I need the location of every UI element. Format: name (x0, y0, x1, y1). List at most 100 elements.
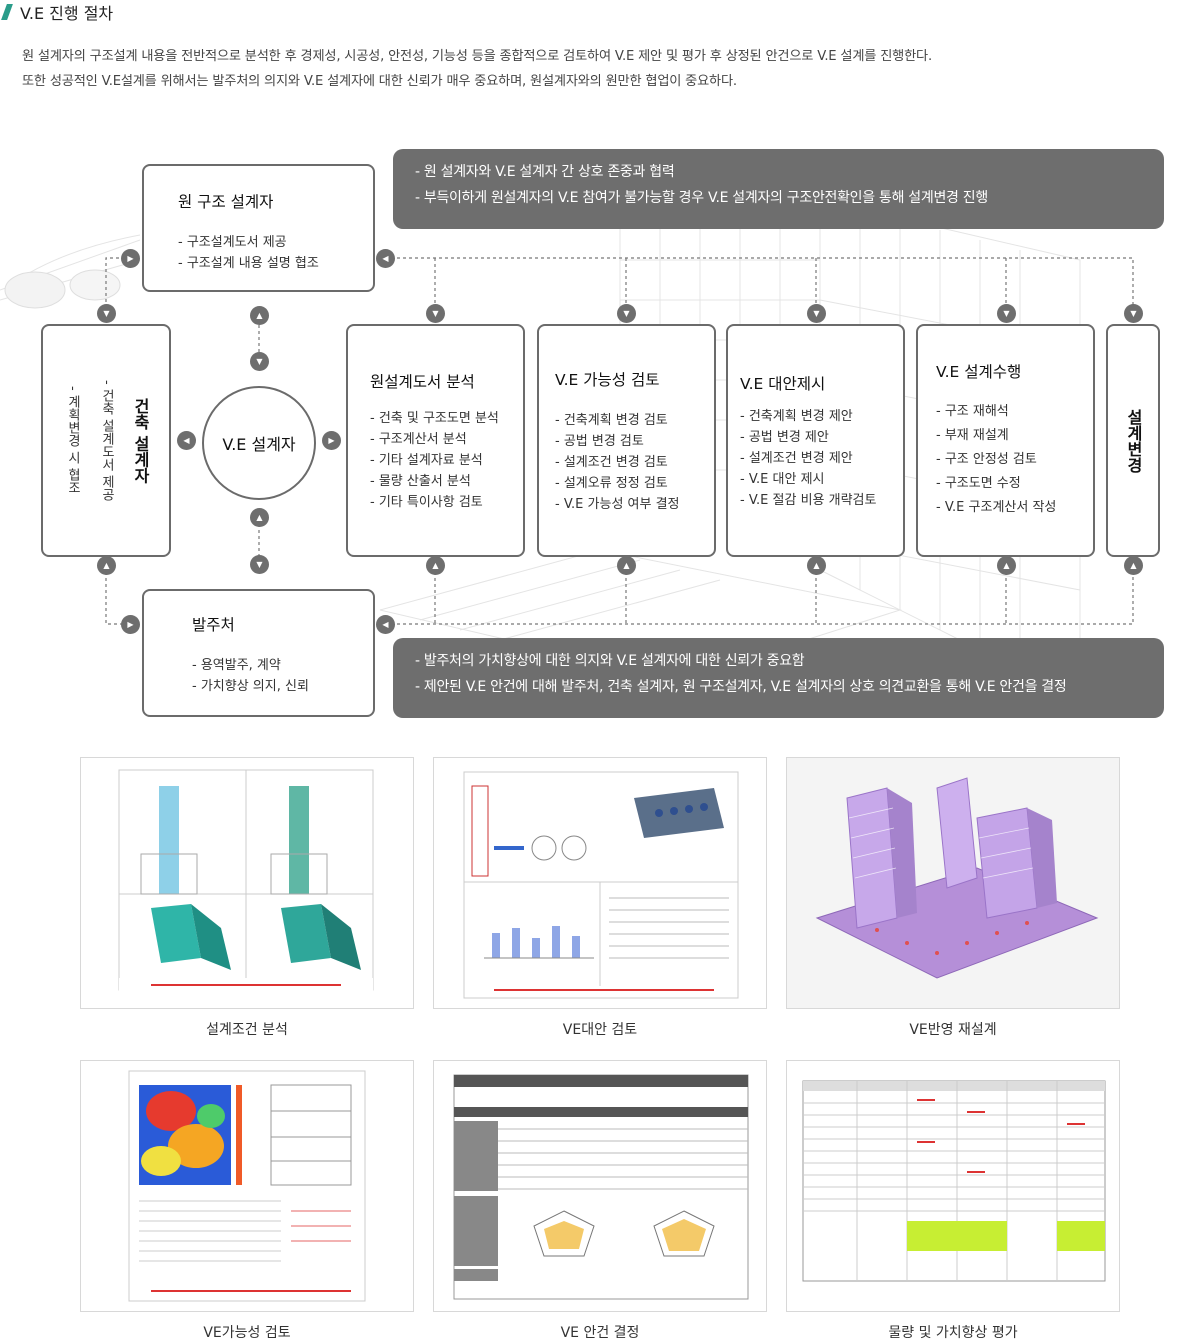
list-item: - V.E 가능성 여부 결정 (555, 497, 680, 512)
intro-line-2: 또한 성공적인 V.E설계를 위해서는 발주처의 의지와 V.E 설계자에 대한… (22, 74, 737, 89)
gallery-caption: 물량 및 가치향상 평가 (888, 1325, 1018, 1341)
original-designer-box: 원 구조 설계자 - 구조설계도서 제공 - 구조설계 내용 설명 협조 (142, 164, 375, 292)
list-item: - 공법 변경 제안 (740, 430, 829, 445)
ve-process-diagram: 원 구조 설계자 - 구조설계도서 제공 - 구조설계 내용 설명 협조 - 원… (0, 140, 1200, 730)
ve-decision-image (433, 1060, 767, 1312)
list-item: - 구조계산서 분석 (370, 432, 467, 447)
architect-box: 건축 설계자 - 건축 설계도서 제공 - 계획변경 시 협조 (41, 324, 171, 557)
list-item: - 구조 재해석 (936, 404, 1009, 419)
intro-paragraph: 원 설계자의 구조설계 내용을 전반적으로 분석한 후 경제성, 시공성, 안전… (22, 44, 1182, 94)
list-item: - 물량 산출서 분석 (370, 474, 471, 489)
architect-item-2: - 계획변경 시 협조 (65, 386, 80, 495)
list-item: - V.E 절감 비용 개략검토 (740, 493, 877, 508)
step-list: - 건축계획 변경 제안 - 공법 변경 제안 - 설계조건 변경 제안 - V… (740, 406, 903, 511)
arrow-up-icon: ▲ (97, 556, 116, 575)
list-item: - 설계조건 변경 검토 (555, 455, 668, 470)
arrow-right-icon: ▶ (121, 615, 140, 634)
step-title: V.E 가능성 검토 (555, 371, 660, 389)
step-box-feasibility: V.E 가능성 검토 - 건축계획 변경 검토 - 공법 변경 검토 - 설계조… (537, 324, 716, 557)
gallery-card: VE가능성 검토 (80, 1060, 414, 1342)
gallery-card: VE대안 검토 (433, 757, 767, 1039)
ve-designer-circle: V.E 설계자 (202, 386, 316, 500)
gallery-card: VE 안건 결정 (433, 1060, 767, 1342)
list-item: - 공법 변경 검토 (555, 434, 644, 449)
design-change-label: 설계변경 (1124, 408, 1143, 473)
gallery-card: VE반영 재설계 (786, 757, 1120, 1039)
arrow-up-icon: ▲ (250, 508, 269, 527)
list-item: - V.E 대안 제시 (740, 472, 825, 487)
ve-feasibility-image (80, 1060, 414, 1312)
arrow-up-icon: ▲ (617, 556, 636, 575)
client-list: - 용역발주, 계약 - 가치향상 의지, 신뢰 (192, 655, 373, 697)
list-item: - 건축계획 변경 제안 (740, 409, 853, 424)
list-item: - 부재 재설계 (936, 428, 1009, 443)
bottom-note-line-2: - 제안된 V.E 안건에 대해 발주처, 건축 설계자, 원 구조설계자, V… (415, 679, 1067, 695)
original-designer-list: - 구조설계도서 제공 - 구조설계 내용 설명 협조 (178, 232, 373, 274)
arrow-down-icon: ▼ (97, 304, 116, 323)
gallery-caption: VE 안건 결정 (560, 1325, 640, 1341)
design-change-box: 설계변경 (1106, 324, 1160, 557)
gallery-card: 물량 및 가치향상 평가 (786, 1060, 1120, 1342)
arrow-right-icon: ▶ (121, 249, 140, 268)
architect-item-1: - 건축 설계도서 제공 (99, 379, 114, 502)
title-slash-icon (1, 4, 13, 20)
design-condition-image (80, 757, 414, 1009)
arrow-down-icon: ▼ (250, 555, 269, 574)
arrow-up-icon: ▲ (1124, 556, 1143, 575)
original-designer-title: 원 구조 설계자 (178, 193, 274, 211)
quantity-value-image (786, 1060, 1120, 1312)
bottom-note-line-1: - 발주처의 가치향상에 대한 의지와 V.E 설계자에 대한 신뢰가 중요함 (415, 653, 805, 669)
step-list: - 건축계획 변경 검토 - 공법 변경 검토 - 설계조건 변경 검토 - 설… (555, 410, 714, 515)
arrow-down-icon: ▼ (250, 352, 269, 371)
step-box-analysis: 원설계도서 분석 - 건축 및 구조도면 분석 - 구조계산서 분석 - 기타 … (346, 324, 525, 557)
step-box-execution: V.E 설계수행 - 구조 재해석 - 부재 재설계 - 구조 안정성 검토 -… (916, 324, 1095, 557)
arrow-down-icon: ▼ (617, 304, 636, 323)
section-title: V.E 진행 절차 (1, 0, 114, 24)
arrow-down-icon: ▼ (426, 304, 445, 323)
arrow-up-icon: ▲ (807, 556, 826, 575)
ve-alternative-image (433, 757, 767, 1009)
step-list: - 건축 및 구조도면 분석 - 구조계산서 분석 - 기타 설계자료 분석 -… (370, 408, 523, 513)
arrow-down-icon: ▼ (997, 304, 1016, 323)
client-title: 발주처 (192, 616, 235, 634)
step-title: V.E 설계수행 (936, 363, 1022, 381)
gallery-card: 설계조건 분석 (80, 757, 414, 1039)
bottom-note: - 발주처의 가치향상에 대한 의지와 V.E 설계자에 대한 신뢰가 중요함 … (393, 638, 1164, 718)
arrow-left-icon: ◀ (376, 249, 395, 268)
gallery-caption: VE대안 검토 (562, 1022, 638, 1038)
list-item: - 설계조건 변경 제안 (740, 451, 853, 466)
list-item: - 설계오류 정정 검토 (555, 476, 668, 491)
step-title: V.E 대안제시 (740, 375, 826, 393)
step-list: - 구조 재해석 - 부재 재설계 - 구조 안정성 검토 - 구조도면 수정 … (936, 400, 1093, 520)
intro-line-1: 원 설계자의 구조설계 내용을 전반적으로 분석한 후 경제성, 시공성, 안전… (22, 49, 932, 64)
arrow-up-icon: ▲ (997, 556, 1016, 575)
list-item: - 건축 및 구조도면 분석 (370, 411, 499, 426)
list-item: - 기타 설계자료 분석 (370, 453, 483, 468)
top-note-line-2: - 부득이하게 원설계자의 V.E 참여가 불가능할 경우 V.E 설계자의 구… (415, 190, 988, 206)
step-title: 원설계도서 분석 (370, 373, 475, 391)
list-item: - 구조도면 수정 (936, 476, 1021, 491)
arrow-left-icon: ◀ (376, 615, 395, 634)
arrow-up-icon: ▲ (250, 306, 269, 325)
gallery-caption: VE반영 재설계 (909, 1022, 997, 1038)
top-note-line-1: - 원 설계자와 V.E 설계자 간 상호 존중과 협력 (415, 164, 675, 180)
arrow-up-icon: ▲ (426, 556, 445, 575)
arrow-down-icon: ▼ (807, 304, 826, 323)
arrow-down-icon: ▼ (1124, 304, 1143, 323)
ve-redesign-image (786, 757, 1120, 1009)
top-note: - 원 설계자와 V.E 설계자 간 상호 존중과 협력 - 부득이하게 원설계… (393, 149, 1164, 229)
architect-title: 건축 설계자 (131, 397, 150, 484)
list-item: - 구조설계 내용 설명 협조 (178, 256, 319, 271)
section-title-text: V.E 진행 절차 (20, 4, 114, 23)
client-box: 발주처 - 용역발주, 계약 - 가치향상 의지, 신뢰 (142, 589, 375, 717)
list-item: - 구조 안정성 검토 (936, 452, 1037, 467)
list-item: - 건축계획 변경 검토 (555, 413, 668, 428)
list-item: - V.E 구조계산서 작성 (936, 500, 1057, 515)
list-item: - 기타 특이사항 검토 (370, 495, 483, 510)
arrow-right-icon: ▶ (322, 431, 341, 450)
list-item: - 구조설계도서 제공 (178, 235, 287, 250)
list-item: - 용역발주, 계약 (192, 658, 281, 673)
gallery-caption: VE가능성 검토 (203, 1325, 291, 1341)
arrow-left-icon: ◀ (177, 431, 196, 450)
list-item: - 가치향상 의지, 신뢰 (192, 679, 309, 694)
